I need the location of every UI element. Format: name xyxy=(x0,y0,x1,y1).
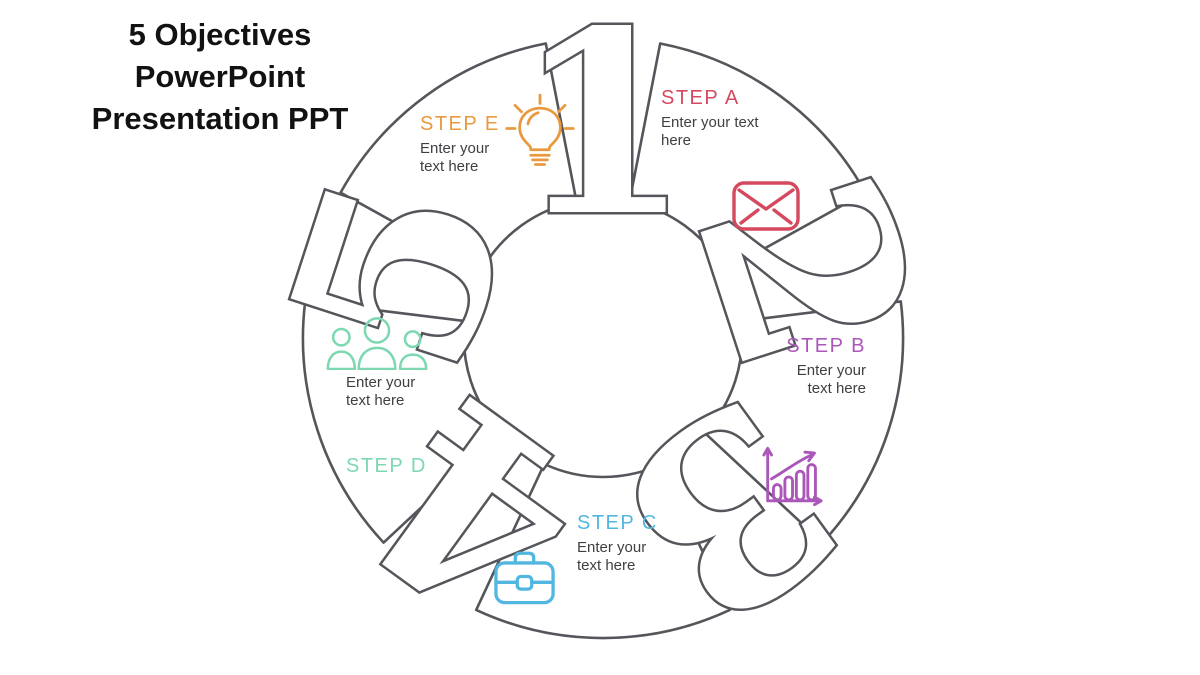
step-b-block: STEP B Enter your text here xyxy=(779,334,866,398)
segment-b-shape xyxy=(703,300,905,544)
envelope-icon xyxy=(732,181,800,231)
people-icon xyxy=(320,316,434,370)
step-a-placeholder[interactable]: Enter your text here xyxy=(661,114,759,149)
step-e-label: STEP E xyxy=(420,113,500,135)
segment-a-shape xyxy=(628,42,867,272)
step-a-label: STEP A xyxy=(661,87,740,109)
slide-title: 5 Objectives PowerPoint Presentation PPT xyxy=(91,17,349,136)
briefcase-icon xyxy=(494,548,555,605)
step-d-block: Enter your text here STEP D xyxy=(346,374,431,478)
step-c-label: STEP C xyxy=(577,512,658,534)
lightbulb-icon xyxy=(503,92,577,176)
step-c-block: STEP C Enter your text here xyxy=(577,511,662,575)
step-d-label: STEP D xyxy=(346,455,427,477)
step-e-block: STEP E Enter your text here xyxy=(420,112,505,176)
segment-c-shape xyxy=(474,462,732,640)
bar-chart-icon xyxy=(761,444,825,508)
segment-d-shape xyxy=(301,300,503,544)
segment-e-shape xyxy=(339,42,578,272)
step-e-placeholder[interactable]: Enter your text here xyxy=(420,140,490,175)
step-a-block: STEP A Enter your text here xyxy=(661,86,781,150)
step-b-placeholder[interactable]: Enter your text here xyxy=(796,362,866,397)
step-d-placeholder[interactable]: Enter your text here xyxy=(346,374,416,409)
step-b-label: STEP B xyxy=(786,335,866,357)
step-c-placeholder[interactable]: Enter your text here xyxy=(577,539,647,574)
segment-number-1: 1 xyxy=(515,0,690,272)
